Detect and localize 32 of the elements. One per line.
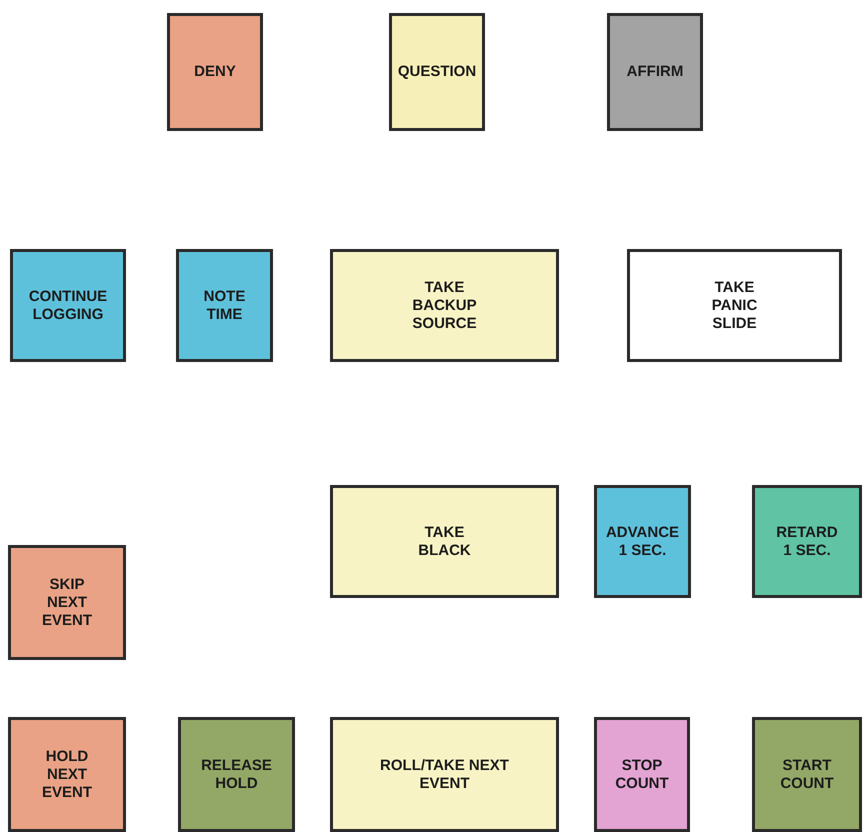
control-key [8, 717, 126, 832]
control-key [607, 13, 703, 131]
key-label: CONTINUE LOGGING [28, 288, 108, 324]
key-label: TAKE PANIC SLIDE [710, 278, 758, 332]
key-label: ROLL/TAKE NEXT EVENT [379, 756, 510, 792]
key-label: HOLD NEXT EVENT [40, 748, 93, 802]
control-key [330, 485, 559, 598]
control-key [752, 717, 862, 832]
control-key [8, 545, 126, 660]
control-key [594, 485, 691, 598]
key-label: AFFIRM [626, 63, 684, 81]
control-key [10, 249, 126, 362]
key-label: TAKE BACKUP SOURCE [411, 278, 478, 332]
key-label: START COUNT [779, 756, 835, 792]
key-label: NOTE TIME [202, 288, 246, 324]
control-key [176, 249, 273, 362]
control-key [330, 717, 559, 832]
key-label: RELEASE HOLD [200, 756, 273, 792]
key-label: RETARD 1 SEC. [775, 524, 839, 560]
control-key [752, 485, 862, 598]
key-label: STOP COUNT [614, 756, 670, 792]
key-label: DENY [194, 63, 236, 81]
key-label: SKIP NEXT EVENT [40, 576, 93, 630]
control-key [627, 249, 842, 362]
key-label: QUESTION [398, 63, 476, 81]
control-key [178, 717, 295, 832]
control-key [594, 717, 690, 832]
key-label: TAKE BLACK [417, 524, 472, 560]
control-key [389, 13, 485, 131]
control-key [167, 13, 263, 131]
key-label: ADVANCE 1 SEC. [604, 524, 680, 560]
control-key [330, 249, 559, 362]
